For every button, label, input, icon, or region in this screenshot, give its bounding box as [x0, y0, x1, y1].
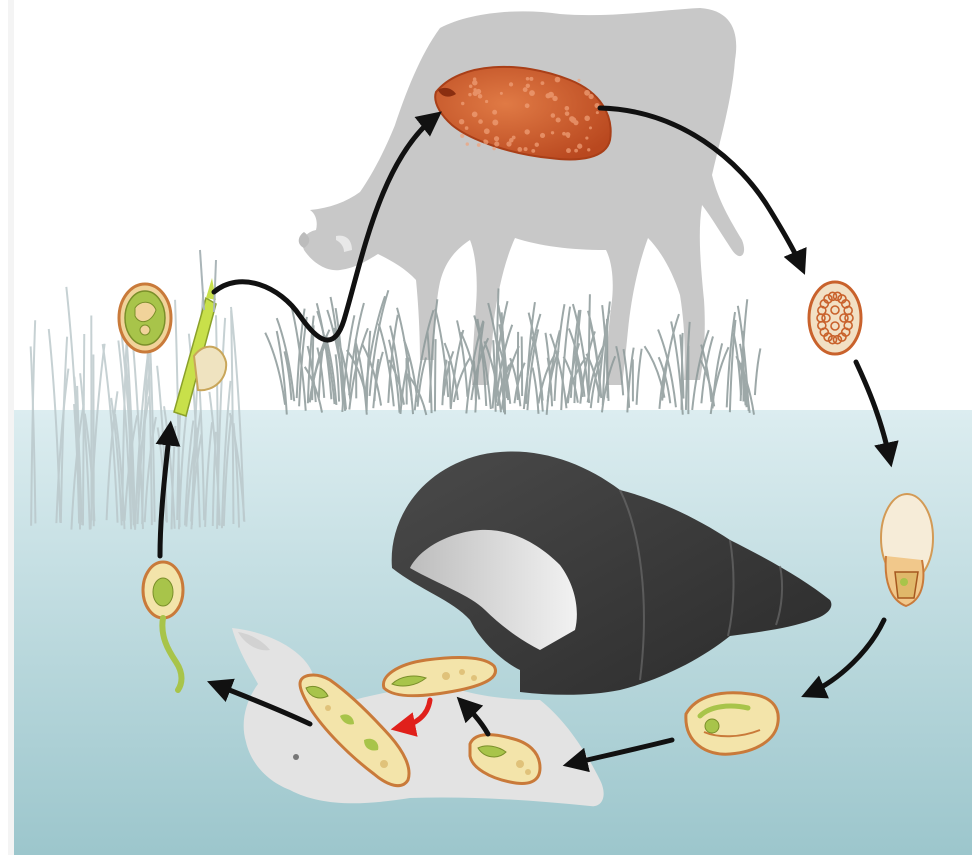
left-frame-border [8, 0, 14, 855]
grass-stem-icon [174, 250, 226, 416]
snail-eye-icon [293, 754, 299, 760]
cow-silhouette-icon [299, 8, 744, 385]
metacercaria-icon [119, 284, 171, 352]
egg-icon [809, 282, 861, 354]
